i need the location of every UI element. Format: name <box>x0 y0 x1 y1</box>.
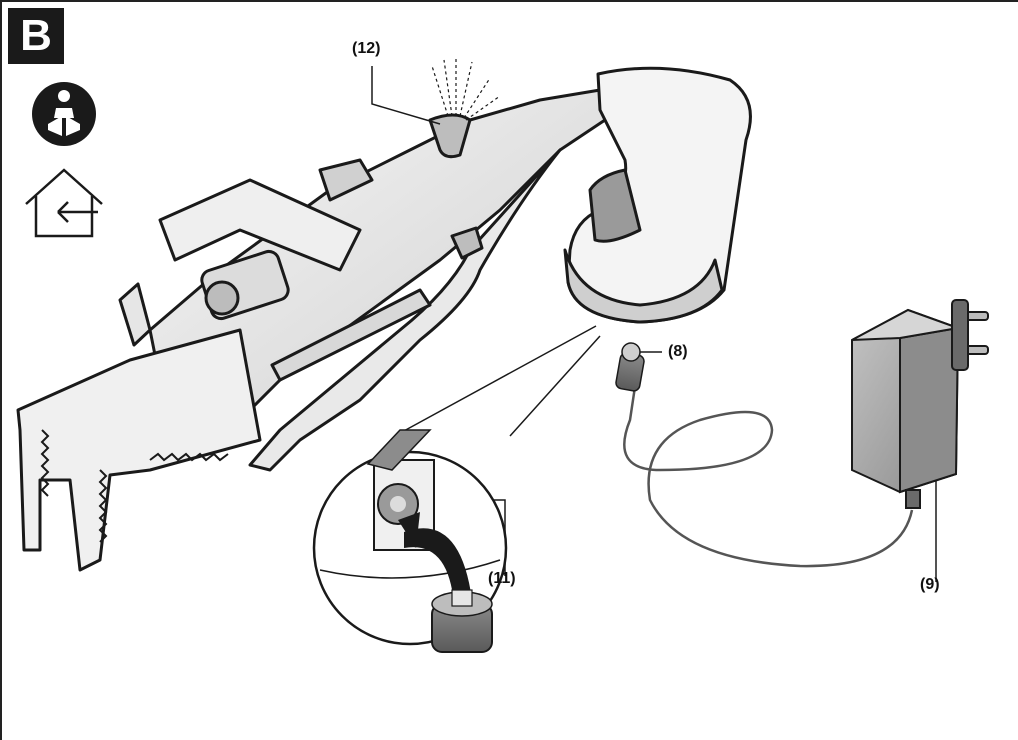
callout-8: (8) <box>668 343 688 360</box>
charger-cable <box>623 379 914 568</box>
led-light-rays <box>431 58 501 121</box>
indoor-use-only-icon <box>25 168 103 238</box>
callout-9: (9) <box>920 576 940 593</box>
charger-unit <box>851 299 989 509</box>
tool-body <box>16 66 752 572</box>
detail-magnifier <box>312 429 508 653</box>
round-plug-connector <box>615 342 645 392</box>
callout-11: (11) <box>488 570 516 587</box>
callout-12: (12) <box>352 40 381 57</box>
frame-top-line <box>0 0 1018 2</box>
frame-left-line <box>0 0 2 740</box>
saw-teeth <box>40 429 229 543</box>
section-badge: B <box>8 8 64 64</box>
read-manual-icon <box>32 82 96 146</box>
